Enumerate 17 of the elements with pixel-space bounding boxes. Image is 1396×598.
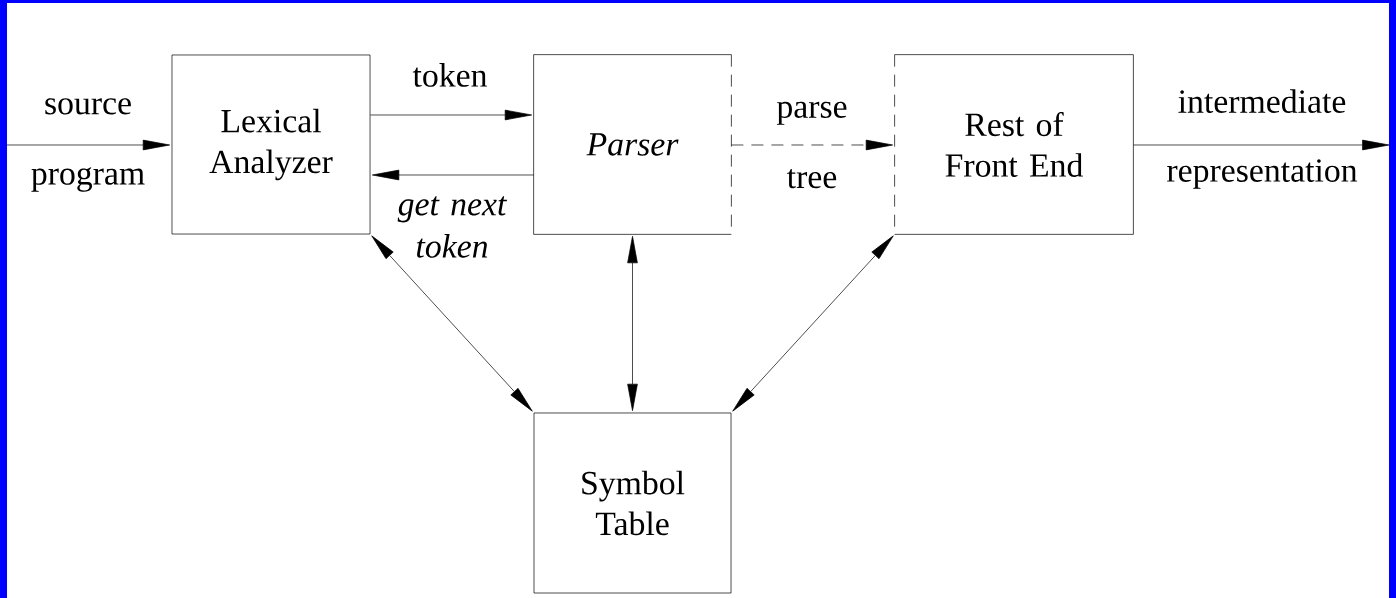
edge-label: source program: [31, 98, 145, 192]
arrow: [371, 235, 533, 412]
arrow: [6, 139, 170, 151]
arrow: [1133, 139, 1390, 151]
process-box: Parser: [533, 54, 732, 235]
edge-label: parse tree: [776, 101, 847, 189]
edge-label: intermediate representation: [1167, 89, 1358, 189]
arrow: [627, 236, 638, 411]
process-box: Symbol Table: [533, 412, 732, 594]
arrow: [370, 109, 532, 121]
process-box: Lexical Analyzer: [171, 54, 371, 235]
edge-label: get next token: [397, 196, 508, 258]
edge-label: token: [412, 63, 487, 87]
arrow: [732, 235, 894, 412]
process-box: Rest of Front End: [894, 54, 1134, 235]
arrow: [731, 139, 893, 151]
arrow: [372, 169, 534, 181]
